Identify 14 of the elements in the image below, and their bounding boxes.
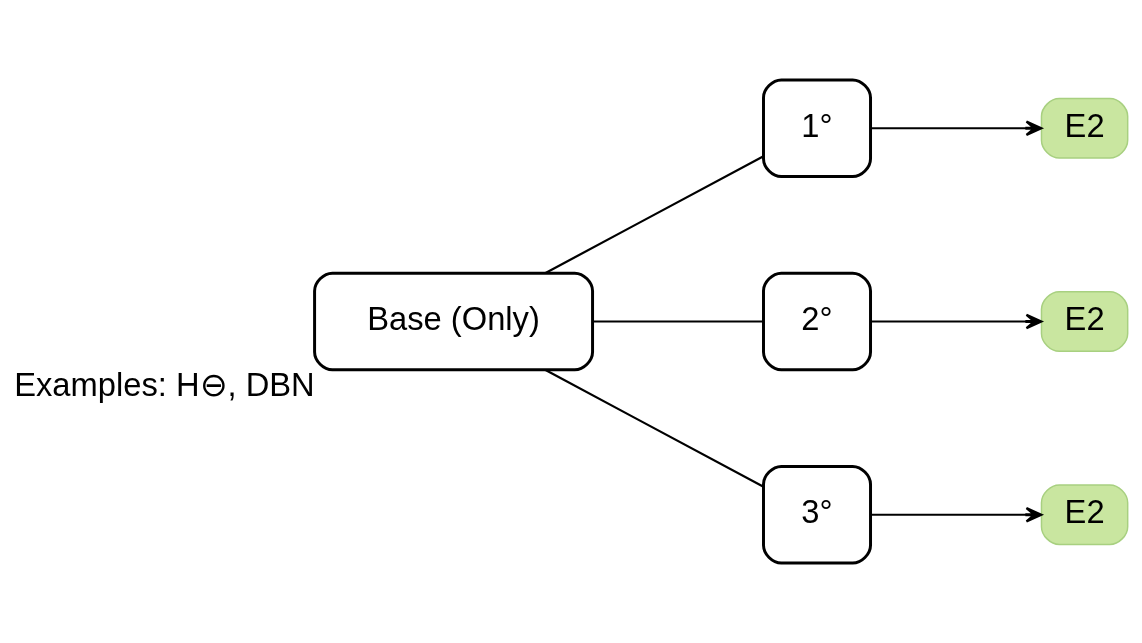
- connector: [545, 155, 764, 274]
- arrow: [870, 506, 1043, 523]
- node-box: E2: [1040, 97, 1129, 159]
- node-box: E2: [1040, 291, 1129, 352]
- arrow: [870, 120, 1043, 137]
- node-box: E2: [1040, 484, 1129, 546]
- node-box: 2°: [762, 271, 872, 372]
- arrow: [870, 313, 1043, 330]
- node-label: Examples: H⊖, DBN: [14, 365, 315, 403]
- connector: [592, 320, 764, 323]
- node-box: 3°: [762, 464, 872, 565]
- connector: [545, 369, 764, 488]
- node-box: Base (Only): [313, 271, 595, 372]
- node-box: 1°: [762, 78, 872, 179]
